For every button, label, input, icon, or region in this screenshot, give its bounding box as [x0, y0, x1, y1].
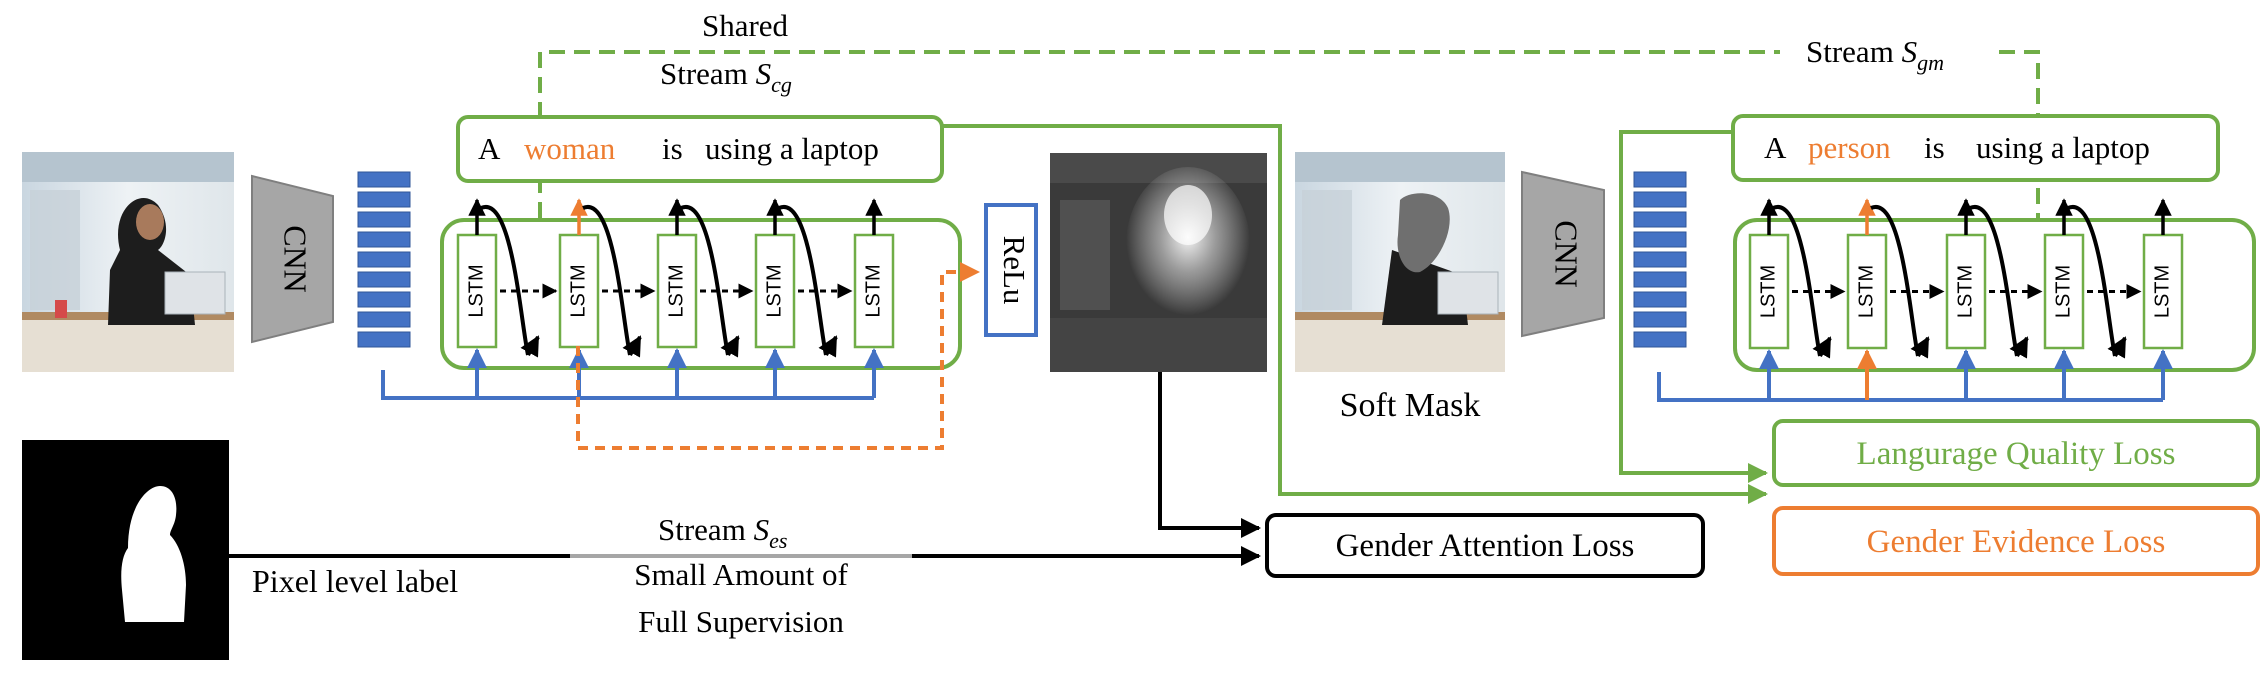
- feature-cell: [1633, 171, 1687, 188]
- lstm-label: LSTM: [465, 264, 487, 317]
- left-sentence-to-quality-loss: [942, 124, 1768, 504]
- sentence-left-word-woman: woman: [524, 131, 616, 166]
- feature-cell: [357, 171, 411, 188]
- lstm-label: LSTM: [1757, 265, 1779, 318]
- sentence-left-word-a: A: [478, 131, 501, 166]
- pixel-label-image: [22, 440, 229, 660]
- relu-label: ReLu: [997, 236, 1032, 305]
- lstm-cell-right-1: LSTM: [1748, 198, 1846, 359]
- lstm-cell-right-5: LSTM: [2142, 198, 2184, 350]
- feature-vector-left: [357, 171, 411, 348]
- sentence-right-word-a: A: [1764, 130, 1787, 165]
- sentence-box-left: A woman is using a laptop: [456, 115, 944, 183]
- language-quality-loss-label: Langurage Quality Loss: [1857, 436, 2176, 472]
- feature-cell: [1633, 291, 1687, 308]
- cnn-left: CNN: [251, 174, 334, 344]
- feature-cell: [357, 271, 411, 288]
- lstm-cell-right-2: LSTM: [1846, 198, 1945, 359]
- input-photo-masked: [1295, 152, 1505, 372]
- lstm-label: LSTM: [862, 264, 884, 317]
- feature-cell: [357, 291, 411, 308]
- feature-cell: [1633, 211, 1687, 228]
- lstm-label: LSTM: [2151, 265, 2173, 318]
- sentence-right-word-is: is: [1924, 130, 1945, 165]
- lstm-cell-left-1: LSTM: [456, 198, 558, 358]
- input-bus-right: [1657, 349, 2173, 402]
- gender-word-route: [576, 262, 980, 450]
- supervision-line-2: Full Supervision: [638, 604, 844, 639]
- lstm-label: LSTM: [1954, 265, 1976, 318]
- sentence-box-right: A person is using a laptop: [1731, 114, 2220, 182]
- lstm-container-right: [1733, 218, 2256, 372]
- input-photo-left: [22, 152, 234, 372]
- feature-cell: [357, 251, 411, 268]
- feature-cell: [1633, 191, 1687, 208]
- sentence-left-word-is: is: [662, 131, 683, 166]
- feature-cell: [1633, 251, 1687, 268]
- attention-to-attention-loss: [1158, 372, 1261, 538]
- input-bus-left: [381, 348, 884, 400]
- lstm-label: LSTM: [2052, 265, 2074, 318]
- lstm-label: LSTM: [763, 264, 785, 317]
- feature-cell: [357, 211, 411, 228]
- gender-evidence-loss-label: Gender Evidence Loss: [1867, 524, 2166, 560]
- feature-cell: [357, 191, 411, 208]
- right-sentence-to-quality-loss: [1619, 130, 1768, 483]
- lstm-cell-left-3: LSTM: [656, 198, 754, 358]
- soft-mask-label: Soft Mask: [1340, 387, 1481, 424]
- feature-cell: [357, 331, 411, 348]
- stream-es-label: Stream Ses: [658, 512, 787, 553]
- lstm-label: LSTM: [665, 264, 687, 317]
- feature-cell: [357, 311, 411, 328]
- stream-gm-label: Stream Sgm: [1806, 34, 1944, 75]
- lstm-cell-left-5: LSTM: [853, 198, 895, 349]
- lstm-label: LSTM: [567, 264, 589, 317]
- feature-cell: [1633, 231, 1687, 248]
- sentence-right-word-person: person: [1808, 130, 1891, 165]
- lstm-label: LSTM: [1855, 265, 1877, 318]
- feature-cell: [357, 231, 411, 248]
- shared-label: Shared: [702, 8, 789, 43]
- cnn-right: CNN: [1521, 170, 1605, 338]
- sentence-right-rest: using a laptop: [1976, 130, 2150, 165]
- attention-map: [1050, 153, 1267, 372]
- lstm-cell-right-4: LSTM: [2043, 198, 2142, 359]
- feature-cell: [1633, 331, 1687, 348]
- relu-box: ReLu: [984, 203, 1038, 337]
- lstm-cell-left-4: LSTM: [754, 198, 853, 358]
- gender-attention-loss-label: Gender Attention Loss: [1336, 528, 1635, 564]
- sentence-left-rest: using a laptop: [705, 131, 879, 166]
- cnn-right-label: CNN: [1549, 220, 1585, 288]
- lstm-cell-right-3: LSTM: [1945, 198, 2043, 359]
- supervision-line-1: Small Amount of: [634, 557, 848, 592]
- cnn-left-label: CNN: [278, 225, 314, 293]
- language-quality-loss-box: Langurage Quality Loss: [1772, 419, 2260, 487]
- gender-evidence-loss-box: Gender Evidence Loss: [1772, 506, 2260, 576]
- gender-attention-loss-box: Gender Attention Loss: [1265, 513, 1705, 578]
- feature-cell: [1633, 311, 1687, 328]
- stream-cg-label: Stream Scg: [660, 56, 792, 97]
- lstm-cell-left-2: LSTM: [558, 198, 656, 358]
- feature-vector-right: [1633, 171, 1687, 348]
- feature-cell: [1633, 271, 1687, 288]
- pixel-level-label: Pixel level label: [252, 563, 458, 599]
